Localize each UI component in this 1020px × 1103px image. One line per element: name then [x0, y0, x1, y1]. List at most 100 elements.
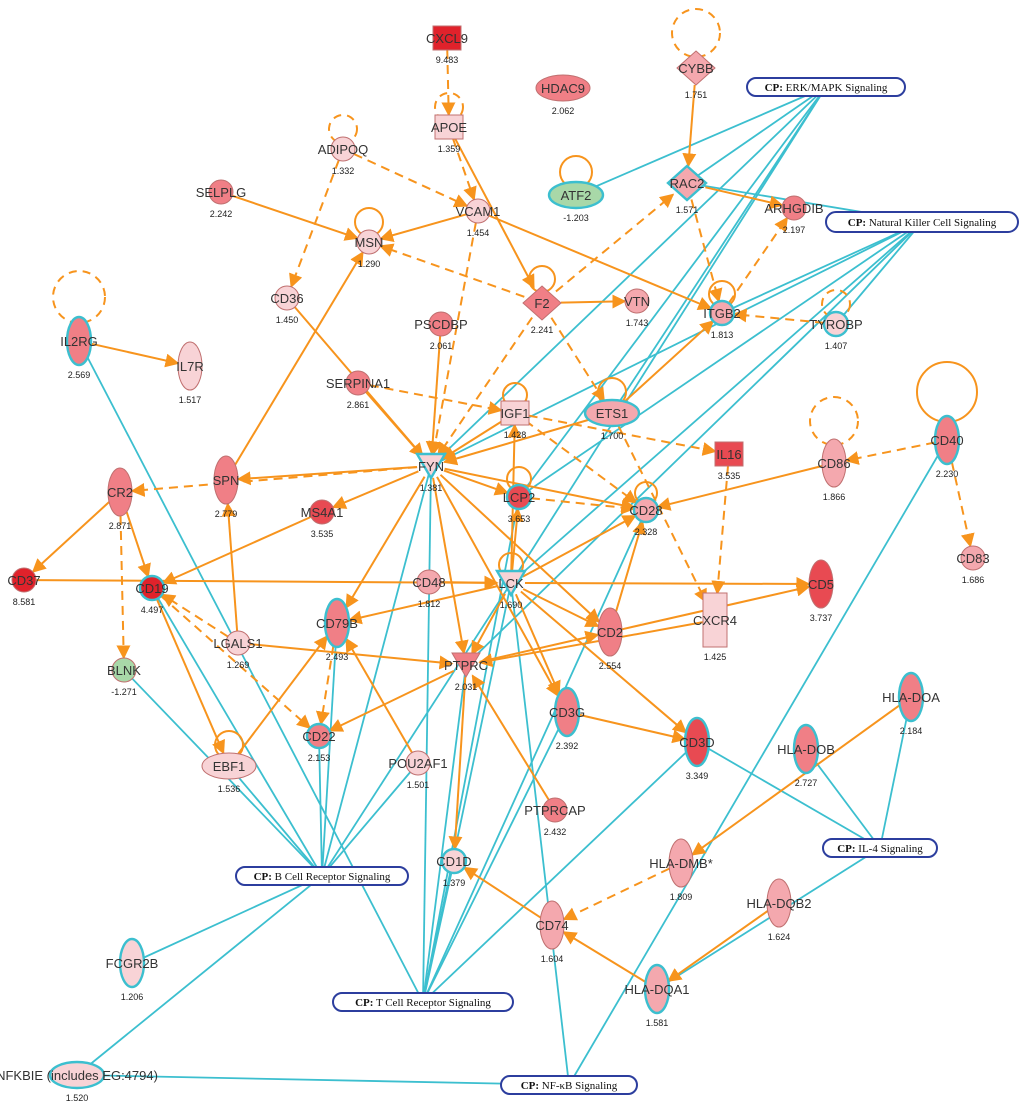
pathway-box-erk[interactable]: CP: ERK/MAPK Signaling: [746, 77, 906, 97]
pathway-edge-cp_erk-atf2: [575, 86, 827, 196]
pathway-box-nfkb[interactable]: CP: NF-κB Signaling: [500, 1075, 638, 1095]
gene-label: LCP2: [503, 490, 536, 505]
relation-edge-cd19-to-ebf1: [155, 598, 225, 755]
relation-edge-apoe-to-vcam1: [452, 138, 477, 201]
fold-change-value: 9.483: [436, 55, 459, 65]
relation-edge-rac2-to-arhgdib: [705, 186, 784, 210]
gene-node-cd2[interactable]: CD22.554: [597, 607, 623, 671]
gene-label: RAC2: [670, 176, 705, 191]
gene-node-shape: [107, 467, 133, 517]
gene-node-shape: [597, 607, 623, 657]
pathway-box-tcr[interactable]: CP: T Cell Receptor Signaling: [332, 992, 514, 1012]
gene-node-shape: [683, 716, 711, 768]
relation-edge-lck-to-cd28: [522, 514, 637, 578]
self-loop-cd86: [809, 396, 859, 446]
gene-node-atf2[interactable]: ATF2-1.203: [547, 180, 605, 223]
gene-node-shape: [274, 285, 300, 311]
gene-node-shape: [428, 311, 454, 337]
gene-node-shape: [547, 180, 605, 210]
relation-edge-cxcl9-to-apoe: [441, 49, 456, 117]
gene-node-shape: [201, 752, 257, 780]
pathway-box-bcr[interactable]: CP: B Cell Receptor Signaling: [235, 866, 409, 886]
fold-change-value: 1.743: [626, 318, 649, 328]
pathway-box-border: [822, 838, 938, 858]
pathway-name: ERK/MAPK Signaling: [786, 82, 888, 94]
self-loop-il2rg: [52, 270, 106, 324]
gene-node-blnk[interactable]: BLNK -1.271: [107, 657, 141, 697]
gene-label: PTPRC: [444, 658, 488, 673]
gene-node-f2[interactable]: F22.241: [522, 285, 562, 335]
gene-node-shape: [821, 438, 847, 488]
gene-node-shape: [897, 671, 925, 723]
pathway-edge-cp_nk-itgb2: [721, 221, 923, 314]
relation-edge-cybb-to-rac2: [682, 84, 697, 168]
pathway-edge-cp_il4-hla-dqa1: [656, 847, 881, 990]
relation-edge-hla-dqa1-to-cd74: [562, 931, 647, 983]
gene-node-nfkbie[interactable]: NFKBIE (includes EG:4794)1.520: [0, 1060, 158, 1103]
gene-label: ARHGDIB: [764, 201, 823, 216]
fold-change-value: -1.271: [111, 687, 137, 697]
relation-edge-ets1-to-cxcr4: [617, 425, 707, 604]
gene-node-shape: [708, 299, 736, 327]
gene-node-hla-dmb[interactable]: HLA-DMB*1.809: [649, 838, 713, 902]
fold-change-value: 1.290: [358, 259, 381, 269]
gene-label: BLNK: [107, 663, 141, 678]
pathway-box-nk[interactable]: CP: Natural Killer Cell Signaling: [825, 211, 1019, 233]
gene-label: HLA-DOA: [882, 690, 940, 705]
pathway-box-il4[interactable]: CP: IL-4 Signaling: [822, 838, 938, 858]
gene-label: CD2: [597, 625, 623, 640]
